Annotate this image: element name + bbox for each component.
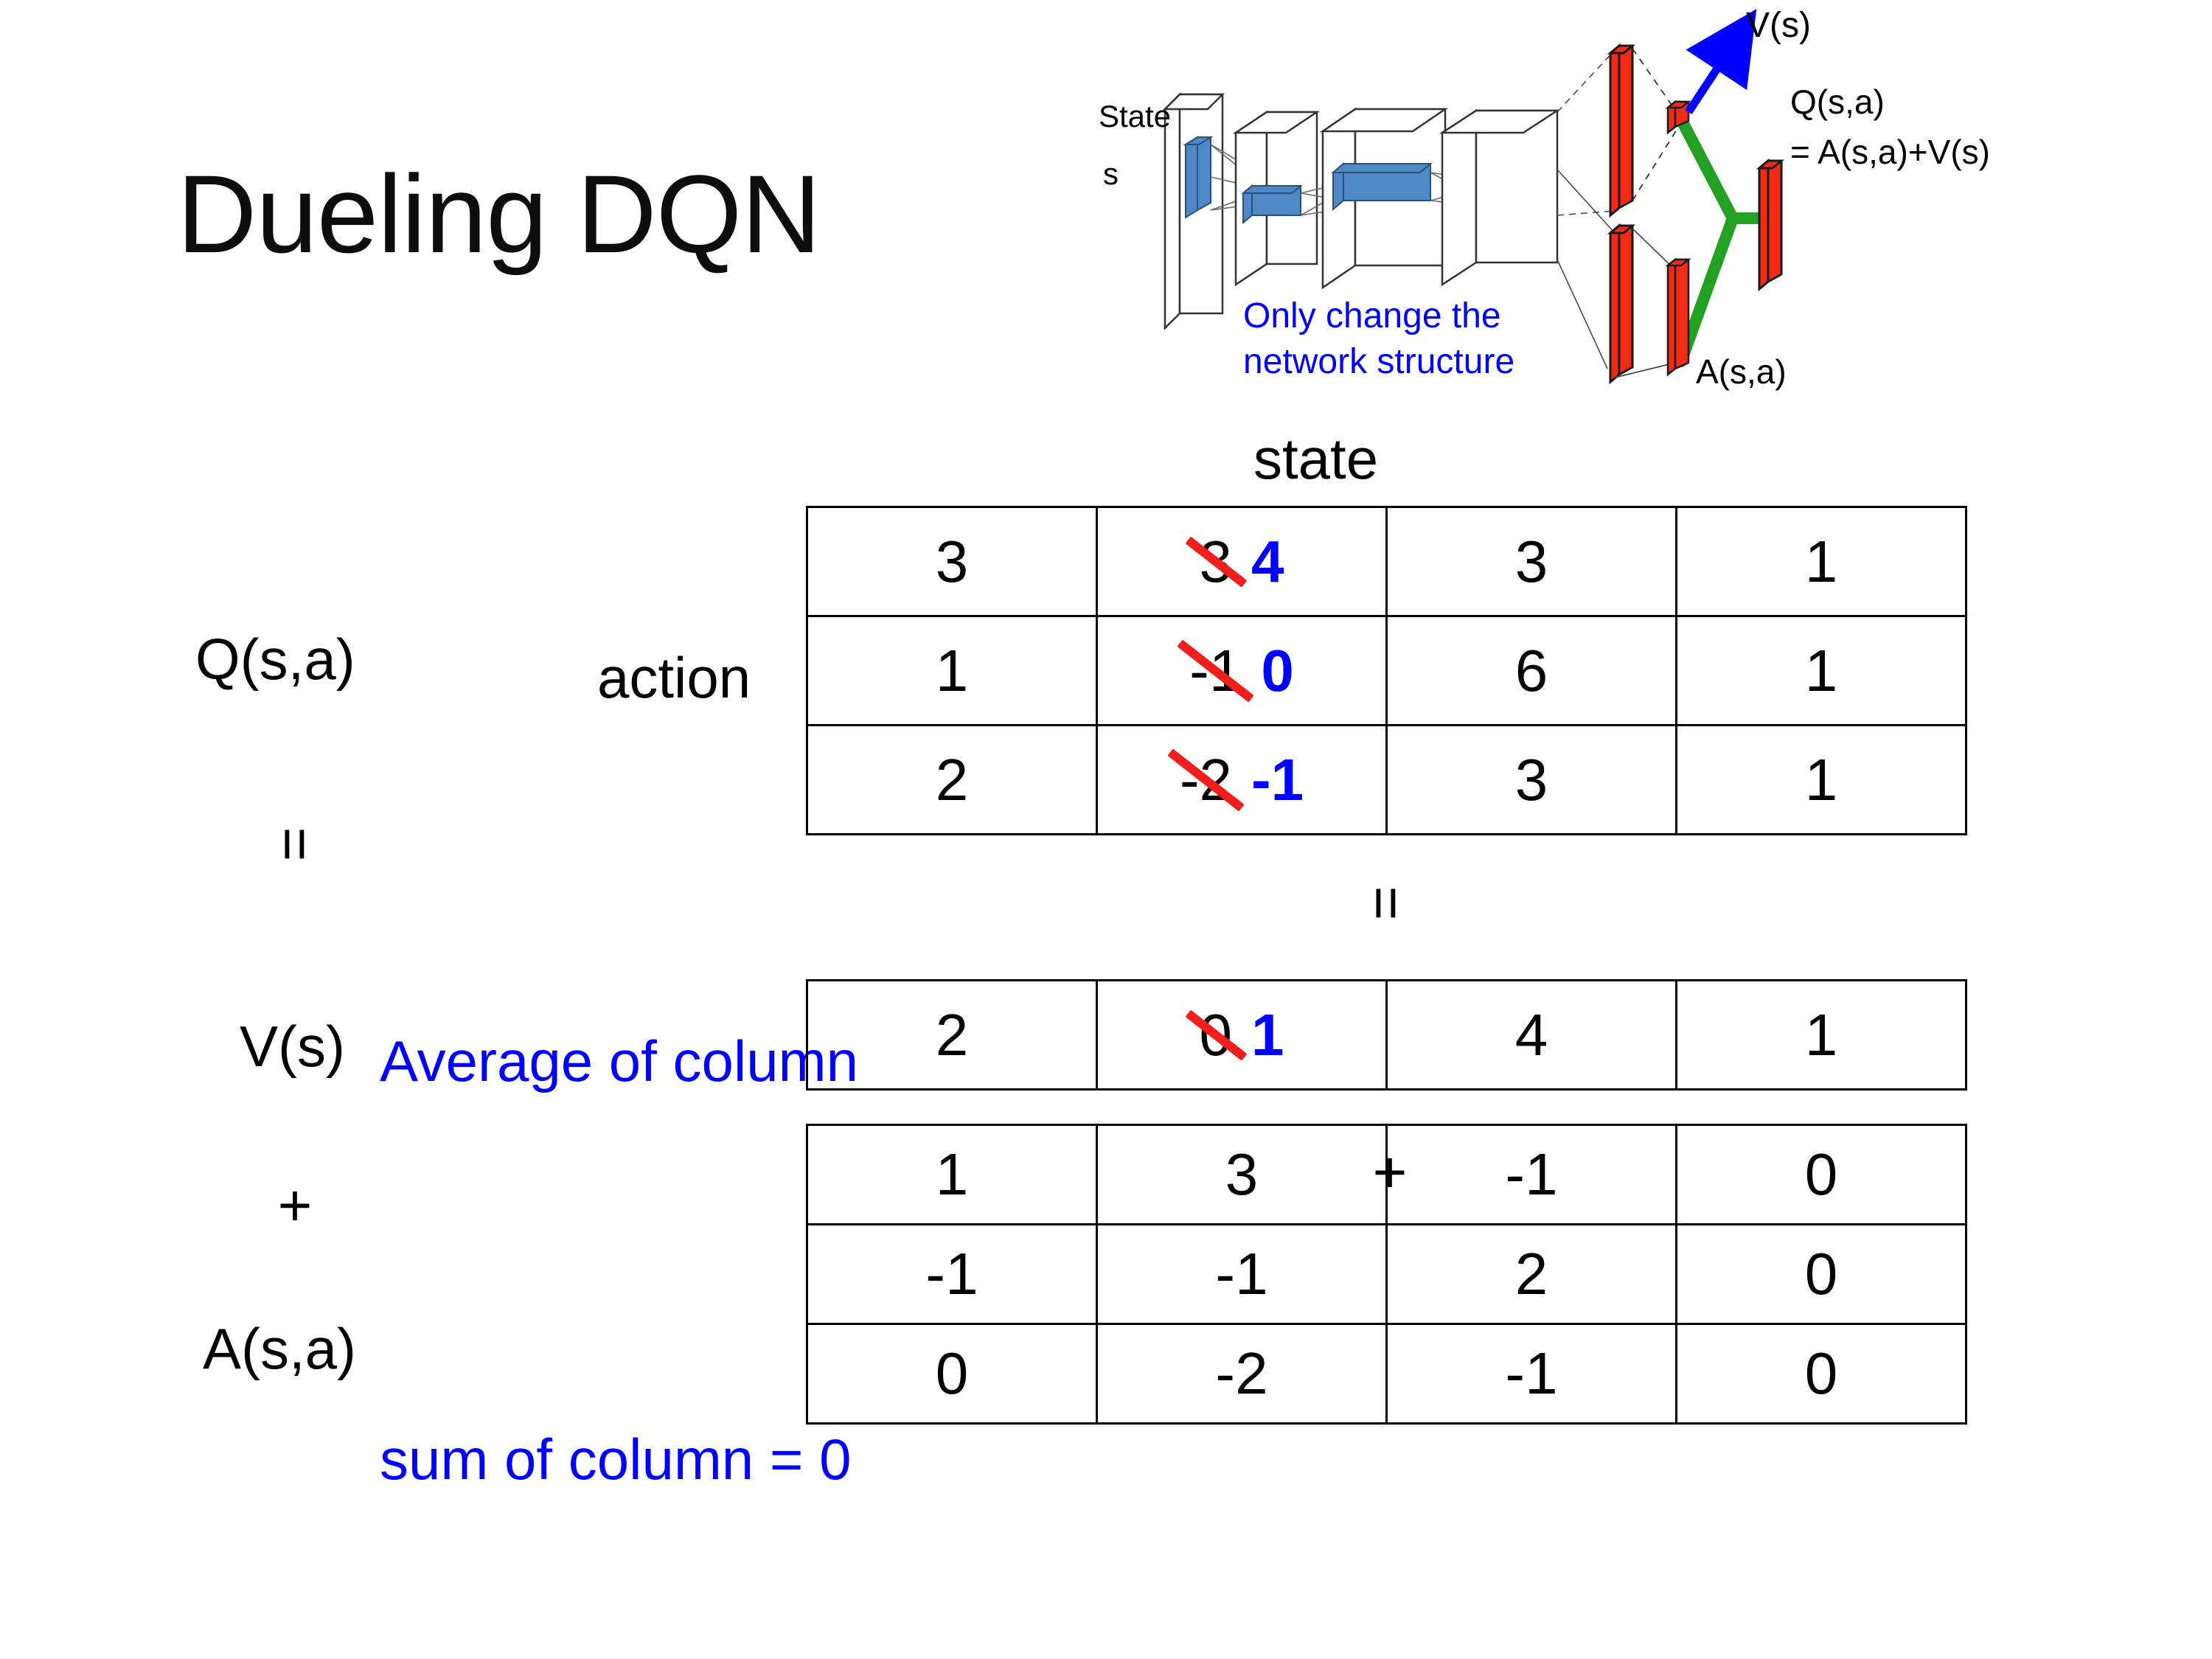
a-cell-r0c3[interactable]: 0 xyxy=(1675,1124,1967,1225)
q-cell-r2c1[interactable]: -2 -1 xyxy=(1096,724,1388,835)
table-row: 1 -1 0 6 1 xyxy=(806,615,1967,726)
q-cell-r0c0[interactable]: 3 xyxy=(806,506,1098,617)
q-cell-r2c3[interactable]: 1 xyxy=(1675,724,1967,835)
sum-of-column-note: sum of column = 0 xyxy=(380,1427,852,1492)
v-cell-r0c1-new: 1 xyxy=(1251,1001,1284,1068)
a-cell-r0c0[interactable]: 1 xyxy=(806,1124,1098,1225)
diagram-value-label: V(s) xyxy=(1746,6,1811,45)
diagram-state-label-line2: s xyxy=(1103,156,1119,191)
table-row: 3 3 4 3 1 xyxy=(806,506,1967,617)
v-cell-r0c2[interactable]: 4 xyxy=(1385,979,1677,1091)
a-cell-r1c1[interactable]: -1 xyxy=(1096,1223,1388,1325)
equals-symbol-middle: = xyxy=(1354,886,1419,921)
a-table-label: A(s,a) xyxy=(203,1316,357,1381)
advantage-table: 1 3 -1 0 -1 -1 2 0 0 -2 -1 0 xyxy=(806,1124,1967,1425)
plus-symbol-left: + xyxy=(277,1172,313,1238)
a-cell-r1c3[interactable]: 0 xyxy=(1675,1223,1967,1325)
page-title: Dueling DQN xyxy=(177,152,821,276)
diagram-state-label-line1: State xyxy=(1099,99,1171,133)
q-cell-r1c1-new: 0 xyxy=(1261,637,1294,703)
q-cell-r0c2[interactable]: 3 xyxy=(1385,506,1677,617)
q-cell-r0c1-new: 4 xyxy=(1251,528,1284,594)
table-row: 1 3 -1 0 xyxy=(806,1124,1967,1225)
v-cell-r0c1-old: 0 xyxy=(1199,1001,1233,1068)
diagram-note-line1: Only change the xyxy=(1243,296,1501,335)
v-cell-r0c3[interactable]: 1 xyxy=(1675,979,1967,1091)
q-cell-r2c1-old: -2 xyxy=(1179,746,1232,813)
a-cell-r1c0[interactable]: -1 xyxy=(806,1223,1098,1325)
a-cell-r2c3[interactable]: 0 xyxy=(1675,1323,1967,1425)
a-cell-r2c2[interactable]: -1 xyxy=(1385,1323,1677,1425)
q-cell-r0c1-old: 3 xyxy=(1199,528,1233,594)
a-cell-r1c2[interactable]: 2 xyxy=(1385,1223,1677,1325)
q-cell-r1c0[interactable]: 1 xyxy=(806,615,1098,726)
v-cell-r0c1[interactable]: 0 1 xyxy=(1096,979,1388,1091)
state-axis-label: state xyxy=(1253,426,1379,491)
q-cell-r1c1[interactable]: -1 0 xyxy=(1096,615,1388,726)
q-cell-r0c1[interactable]: 3 4 xyxy=(1096,506,1388,617)
q-cell-r0c3[interactable]: 1 xyxy=(1675,506,1967,617)
table-row: 2 -2 -1 3 1 xyxy=(806,724,1967,835)
a-cell-r2c0[interactable]: 0 xyxy=(806,1323,1098,1425)
equals-symbol-left: = xyxy=(262,827,328,862)
v-table-label: V(s) xyxy=(240,1014,345,1079)
q-table-label: Q(s,a) xyxy=(195,627,355,692)
v-cell-r0c0[interactable]: 2 xyxy=(806,979,1098,1091)
table-row: -1 -1 2 0 xyxy=(806,1223,1967,1325)
table-row: 2 0 1 4 1 xyxy=(806,979,1967,1091)
a-cell-r2c1[interactable]: -2 xyxy=(1096,1323,1388,1425)
table-row: 0 -2 -1 0 xyxy=(806,1323,1967,1425)
diagram-note-line2: network structure xyxy=(1243,342,1514,381)
q-cell-r1c3[interactable]: 1 xyxy=(1675,615,1967,726)
q-value-table: 3 3 4 3 1 1 -1 0 6 1 2 -2 -1 3 1 xyxy=(806,506,1967,835)
average-of-column-note: Average of column xyxy=(380,1029,858,1093)
a-cell-r0c2[interactable]: -1 xyxy=(1385,1124,1677,1225)
q-cell-r1c2[interactable]: 6 xyxy=(1385,615,1677,726)
v-value-table: 2 0 1 4 1 xyxy=(806,979,1967,1091)
diagram-q-label-line1: Q(s,a) xyxy=(1790,83,1885,121)
q-cell-r2c1-new: -1 xyxy=(1251,746,1304,813)
dueling-network-diagram: State s V(s) A(s,a) Q(s,a) = A(s,a)+V(s)… xyxy=(1099,0,2212,413)
q-cell-r1c1-old: -1 xyxy=(1189,637,1242,703)
q-cell-r2c2[interactable]: 3 xyxy=(1385,724,1677,835)
action-axis-label: action xyxy=(597,645,751,710)
q-cell-r2c0[interactable]: 2 xyxy=(806,724,1098,835)
a-cell-r0c1[interactable]: 3 xyxy=(1096,1124,1388,1225)
diagram-q-label-line2: = A(s,a)+V(s) xyxy=(1790,133,1990,171)
diagram-advantage-label: A(s,a) xyxy=(1696,352,1787,391)
